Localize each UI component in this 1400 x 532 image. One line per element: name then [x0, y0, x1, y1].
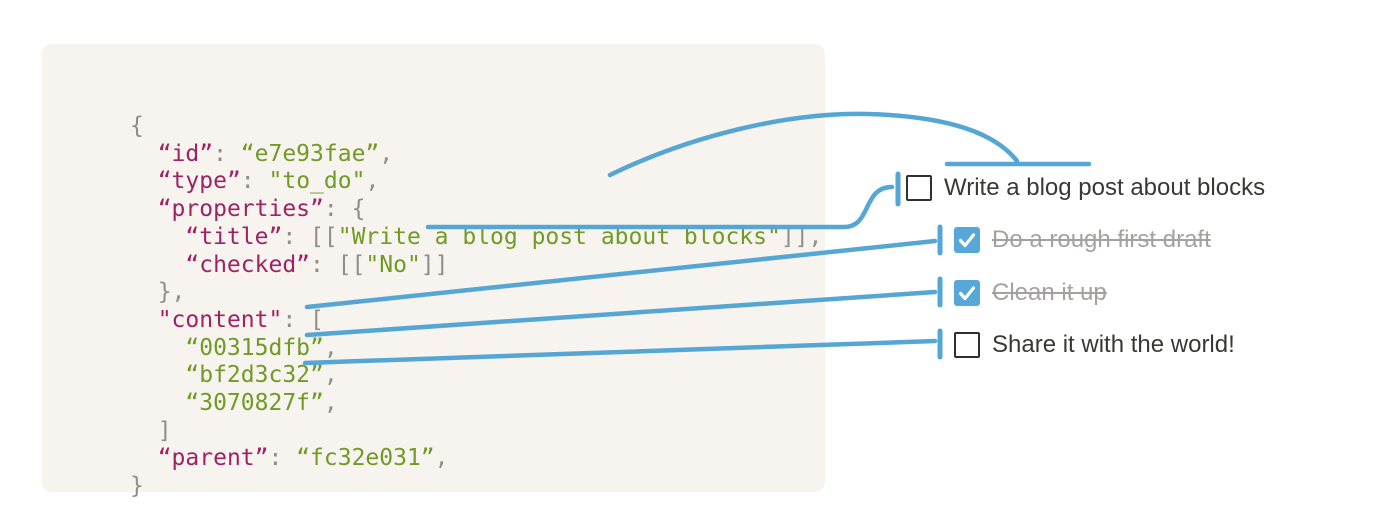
check-icon [958, 233, 976, 248]
todo-item: Do a rough first draft [954, 227, 1211, 253]
todo-checkbox-unchecked[interactable] [906, 175, 932, 201]
json-code: { “id”: “e7e93fae”, “type”: "to_do", “pr… [130, 113, 823, 500]
json-code-panel: { “id”: “e7e93fae”, “type”: "to_do", “pr… [42, 44, 825, 499]
todo-item: Write a blog post about blocks [906, 175, 1265, 201]
todo-item: Clean it up [954, 280, 1107, 306]
todo-checkbox-checked[interactable] [954, 227, 980, 253]
todo-item: Share it with the world! [954, 332, 1235, 358]
check-icon [958, 286, 976, 301]
todo-checkbox-checked[interactable] [954, 280, 980, 306]
todo-label: Share it with the world! [992, 331, 1235, 358]
todo-checkbox-unchecked[interactable] [954, 332, 980, 358]
todo-label: Do a rough first draft [992, 226, 1211, 253]
todo-label: Clean it up [992, 279, 1107, 306]
todo-label: Write a blog post about blocks [944, 174, 1266, 201]
